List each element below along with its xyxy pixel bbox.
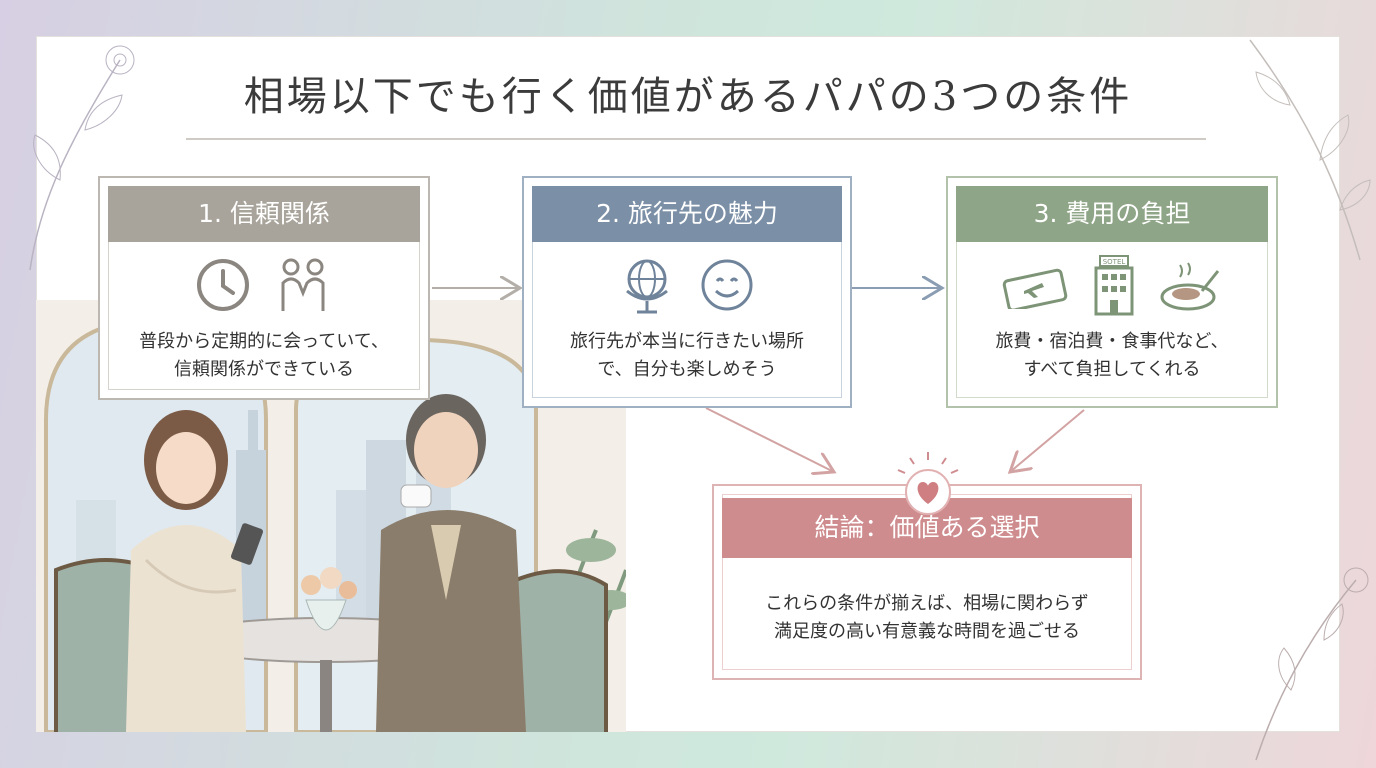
card-heading: 2. 旅行先の魅力: [532, 186, 842, 242]
couple-icon: [281, 258, 325, 311]
card-heading: 1. 信頼関係: [108, 186, 420, 242]
conclusion-description-line: 満足度の高い有意義な時間を過ごせる: [774, 621, 1080, 642]
card-icons: SOTEL: [956, 250, 1268, 320]
globe-icon: [626, 259, 668, 314]
hotel-icon: SOTEL: [1094, 255, 1134, 316]
card-description-line: 信頼関係ができている: [174, 359, 354, 380]
condition-card-destination: 2. 旅行先の魅力 旅行先が本当に行きたい場所 で、自分も楽しめそう: [522, 176, 852, 408]
hotel-sign-text: SOTEL: [1103, 258, 1126, 266]
card-description-line: 普段から定期的に会っていて、: [139, 331, 389, 352]
ticket-icon: [1002, 268, 1068, 309]
conclusion-heading: 結論：価値ある選択: [722, 498, 1132, 558]
card-description: 旅行先が本当に行きたい場所 で、自分も楽しめそう: [532, 328, 842, 398]
floral-decoration-top-left-icon: [29, 45, 135, 271]
card-description-line: 旅費・宿泊費・食事代など、: [995, 331, 1229, 352]
card-description-line: すべて負担してくれる: [1023, 359, 1201, 380]
card-description-line: で、自分も楽しめそう: [597, 359, 777, 380]
conclusion-description: これらの条件が揃えば、相場に関わらず 満足度の高い有意義な時間を過ごせる: [722, 590, 1132, 660]
floral-decoration-bottom-right-icon: [1255, 567, 1369, 761]
title-divider: [186, 138, 1206, 140]
card-description-line: 旅行先が本当に行きたい場所: [570, 331, 804, 352]
card-description: 旅費・宿泊費・食事代など、 すべて負担してくれる: [956, 328, 1268, 398]
conclusion-description-line: これらの条件が揃えば、相場に関わらず: [765, 593, 1089, 614]
food-icon: [1160, 262, 1220, 311]
condition-card-expenses: 3. 費用の負担 SOTEL 旅費・宿泊費・食事代など、 すべて負担してくれる: [946, 176, 1278, 408]
conclusion-card: 結論：価値ある選択 これらの条件が揃えば、相場に関わらず 満足度の高い有意義な時…: [712, 484, 1142, 680]
condition-card-trust: 1. 信頼関係 普段から定期的に会っていて、 信頼関係ができている: [98, 176, 430, 400]
card-description: 普段から定期的に会っていて、 信頼関係ができている: [108, 328, 420, 398]
card-icons: [108, 250, 420, 320]
card-heading: 3. 費用の負担: [956, 186, 1268, 242]
smile-icon: [701, 259, 753, 311]
clock-icon: [197, 259, 249, 311]
card-icons: [532, 250, 842, 320]
page-title: 相場以下でも行く価値があるパパの3つの条件: [243, 74, 1133, 120]
floral-decoration-top-right-icon: [1249, 39, 1371, 261]
heart-icon: [897, 452, 959, 515]
